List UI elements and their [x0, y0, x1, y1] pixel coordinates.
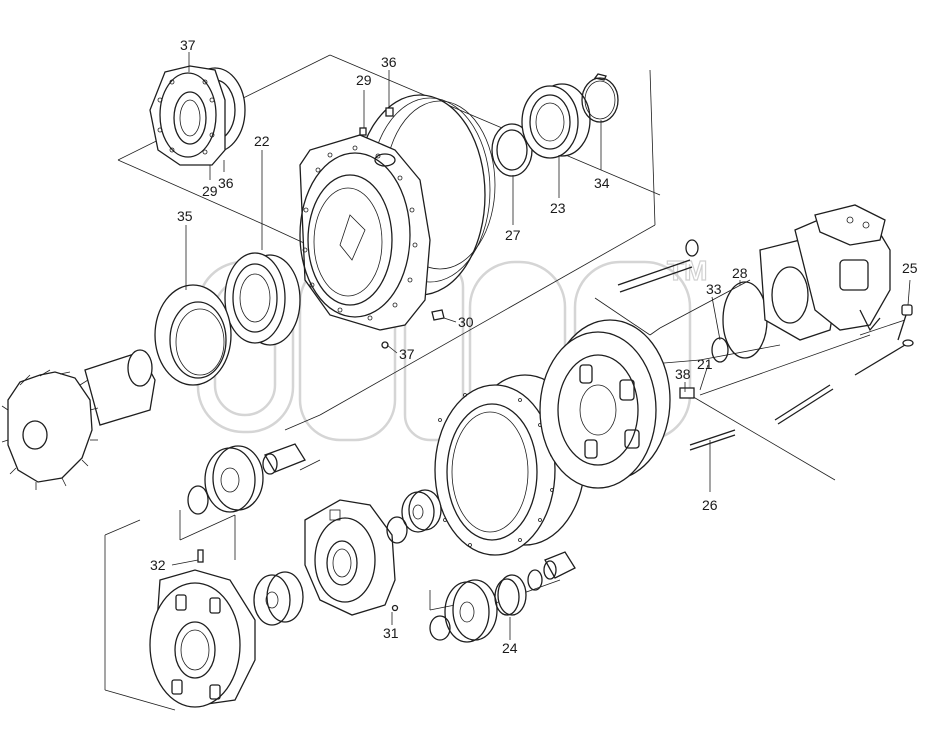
callout-37-bottom: 37: [399, 346, 415, 362]
callout-25: 25: [902, 260, 918, 276]
plug-part: [385, 107, 394, 117]
pin-32-part: [197, 549, 204, 563]
callout-34: 34: [594, 175, 610, 191]
needle-bearing-part: [262, 443, 306, 475]
callout-37-top: 37: [180, 37, 196, 53]
spacer-part: [543, 551, 576, 580]
thrust-washer-part: [187, 485, 209, 515]
planet-gear-part: [204, 445, 264, 513]
hub-cover-part: [149, 65, 246, 166]
callout-38: 38: [675, 366, 691, 382]
snap-ring-part: [581, 73, 619, 123]
callout-35: 35: [177, 208, 193, 224]
callout-leaders: [171, 52, 911, 640]
callout-23: 23: [550, 200, 566, 216]
callout-22: 22: [254, 133, 270, 149]
callout-27: 27: [505, 227, 521, 243]
watermark-trademark: TM: [667, 255, 707, 286]
sun-gear-part: [253, 571, 304, 626]
callout-30: 30: [458, 314, 474, 330]
pin-31-part: [391, 604, 399, 612]
callout-21: 21: [697, 356, 713, 372]
callout-36-top: 36: [381, 54, 397, 70]
bolt-25-part: [897, 304, 913, 341]
plug-37-part: [381, 341, 389, 349]
callout-36-left: 36: [218, 175, 234, 191]
main-housing-part: [299, 94, 496, 331]
callout-32: 32: [150, 557, 166, 573]
bearing-part: [521, 83, 591, 159]
planet-carrier-part: [149, 569, 256, 708]
callout-24: 24: [502, 640, 518, 656]
washer-part: [527, 569, 543, 591]
callout-29-left: 29: [202, 183, 218, 199]
large-bearing-part: [224, 252, 301, 346]
callout-31: 31: [383, 625, 399, 641]
callout-33: 33: [706, 281, 722, 297]
o-ring-part: [722, 281, 768, 359]
small-o-ring-part: [711, 337, 729, 363]
planet-gear-c-part: [429, 579, 498, 643]
long-pin-part: [689, 384, 834, 451]
plug-30-part: [431, 309, 445, 321]
spindle-part: [617, 239, 699, 399]
callout-28: 28: [732, 265, 748, 281]
hydraulic-motor-part: [759, 204, 891, 341]
bolt-part: [359, 127, 367, 136]
second-carrier-part: [304, 499, 396, 616]
callout-26: 26: [702, 497, 718, 513]
drive-shaft-part: [1, 349, 156, 490]
callout-29-top: 29: [356, 72, 372, 88]
callout-labels: 37 29 36 22 35 29 36 27 23 34 30 37 28 3…: [150, 37, 918, 656]
planet-gear-b-part: [386, 489, 442, 544]
needle-bearing-24-part: [494, 574, 527, 616]
motor-cover-part: [539, 319, 671, 489]
dipstick-part: [854, 339, 914, 376]
floating-seal-part: [154, 284, 232, 386]
